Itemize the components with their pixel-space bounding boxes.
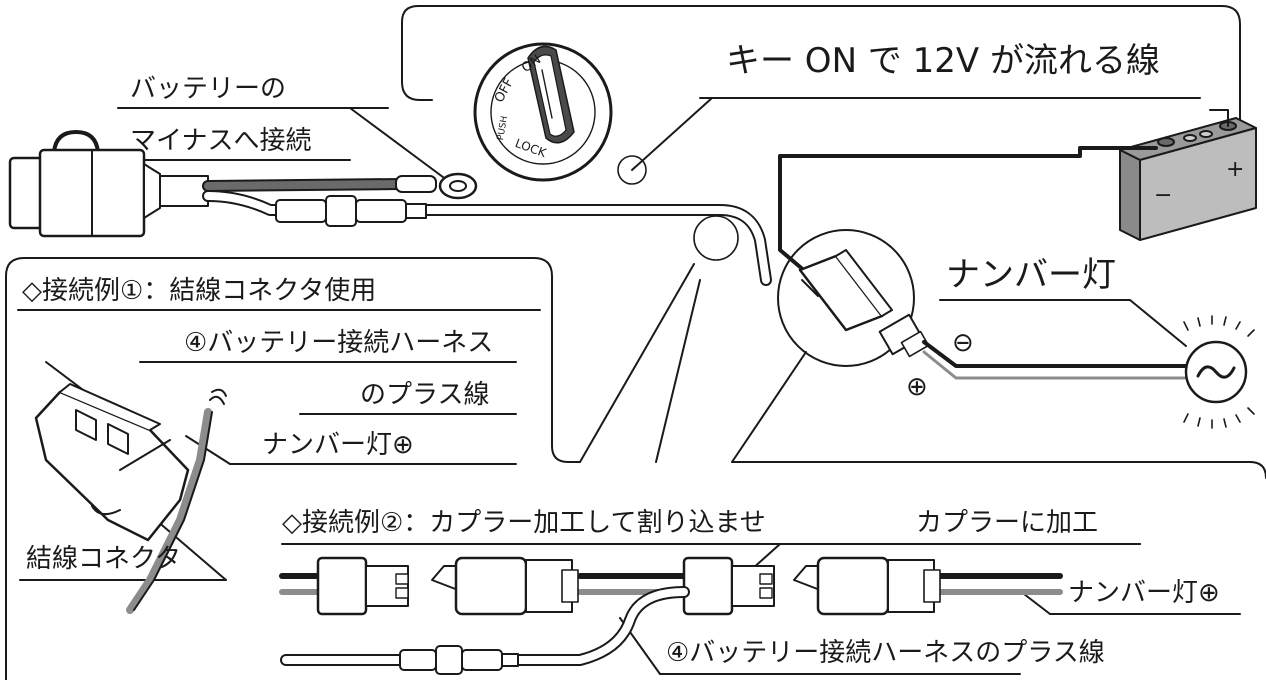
battery-minus-label-1: バッテリーの [130,74,287,104]
battery-plus-terminal: + [1226,157,1244,182]
tap-wire-gray [126,408,212,614]
example1-number-light-plus-label: ナンバー灯⊕ [262,430,414,460]
battery-minus-terminal: − [1154,183,1172,208]
battery-minus-label-2: マイナスへ接続 [130,126,312,156]
tap-connector-icon [34,383,190,542]
battery-plus-wire [1209,109,1229,127]
coupler-zoom-circle [777,229,915,367]
example1-panel [5,257,581,680]
example2-panel [731,461,1266,479]
key-callout-box [401,5,1241,141]
fuse-holder-icon [275,195,427,227]
key-callout-leader [631,97,713,171]
example2-title: ◇接続例②：カプラー加工して割り込ませ [282,508,766,538]
terminal-ring-icon [395,172,478,200]
battery-minus-leader [349,107,456,187]
zoom-line-a [579,263,695,463]
example1-light-leader [185,435,231,465]
example1-harness-label: ④バッテリー接続ハーネス [184,328,494,358]
battery-minus-wire [778,146,1158,274]
plus-sign: ⊕ [906,372,928,402]
plus-wire-marker [693,215,739,261]
minus-sign: ⊖ [952,328,974,358]
bulb-gray-wire [922,350,1190,380]
example2-light-leader [1023,593,1051,615]
key-wire-marker [617,155,647,185]
tap-wire-bottom [91,505,121,516]
key-on-wire-label: キー ON で 12V が流れる線 [726,41,1160,81]
number-light-leader [1129,299,1187,347]
tap-wire-top2 [211,388,227,397]
zoom-line-c [731,351,807,463]
tap-wire-outline [133,411,213,611]
bulb-black-wire [922,340,1190,368]
number-light-label: ナンバー灯 [946,255,1116,295]
example2-coupler-label: カプラーに加工 [916,508,1099,538]
example1-connector-leader [155,519,227,581]
ignition-key-icon [473,42,613,182]
connector-icon [798,249,930,358]
ex2-fuse-holder-icon [399,645,519,675]
zoom-line-b [655,279,701,463]
ex2-coupler-3 [682,556,775,616]
tap-wire-top [209,395,225,405]
bulb-icon [1183,315,1255,429]
harness-plug-icon [8,130,209,238]
switch-push-label: PUSH [496,115,510,141]
ex2-coupler-2 [431,556,579,616]
example1-harness-plus-label: のプラス線 [360,380,490,410]
example1-connector-label: 結線コネクタ [26,544,181,574]
example1-title: ◇接続例①：結線コネクタ使用 [22,276,377,306]
example2-number-light-plus-label: ナンバー灯⊕ [1068,578,1220,608]
example2-harness-plus-label: ④バッテリー接続ハーネスのプラス線 [666,638,1105,668]
ex2-coupler-4 [793,556,941,616]
ex2-coupler-1 [316,556,409,616]
